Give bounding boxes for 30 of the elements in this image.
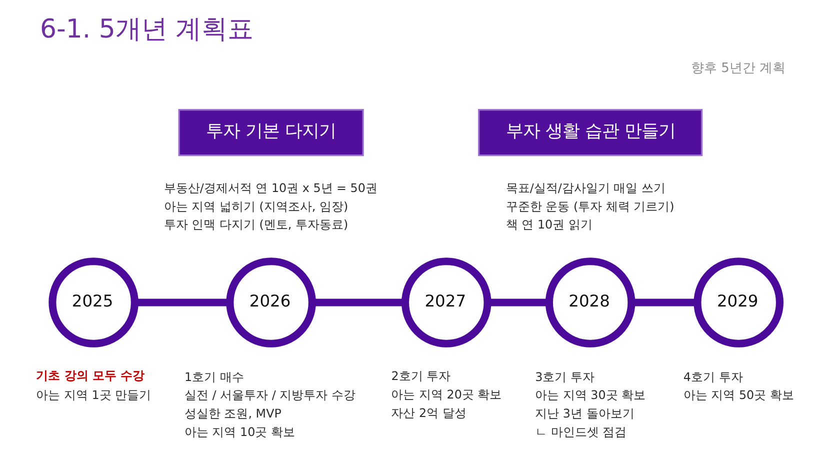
node-label: 지난 3년 돌아보기	[534, 406, 634, 421]
node-label: 아는 지역 20곳 확보	[390, 388, 502, 402]
node-label: 투자 인맥 다지기 (멘토, 투자동료)	[163, 218, 348, 232]
label: 향후 5년간 계획	[690, 61, 785, 76]
node-circle: 2026	[226, 258, 316, 348]
node-circle: 2028	[544, 258, 635, 348]
diagram-title: 6-1. 5개년 계획표	[39, 14, 254, 45]
node-label: 아는 지역 10곳 확보	[184, 424, 294, 439]
node-label: 성실한 조원, MVP	[184, 406, 281, 421]
node-label: 부동산/경제서적 연 10권 x 5년 = 50권	[163, 180, 377, 195]
node-label: 3호기 투자	[534, 370, 594, 384]
node-label: 기초 강의 모두 수강	[36, 368, 144, 383]
node-circle: 2025	[48, 258, 138, 348]
node-label: 아는 지역 50곳 확보	[682, 388, 794, 402]
node-label: ㄴ 마인드셋 점검	[534, 424, 626, 439]
node-label: 4호기 투자	[682, 370, 742, 384]
node-label: 1호기 매수	[184, 370, 244, 384]
node-label: 자산 2억 달성	[390, 406, 466, 420]
node-label: 아는 지역 30곳 확보	[534, 388, 646, 402]
node-label: 실전 / 서울투자 / 지방투자 수강	[184, 388, 355, 402]
node-label: 아는 지역 넓히기 (지역조사, 임장)	[163, 199, 348, 214]
node-box: 투자 기본 다지기	[178, 109, 364, 156]
node-box: 부자 생활 습관 만들기	[478, 109, 702, 156]
node-circle: 2027	[400, 258, 491, 348]
node-label: 꾸준한 운동 (투자 체력 기르기)	[505, 199, 674, 214]
node-label: 책 연 10권 읽기	[505, 218, 592, 232]
node-label: 아는 지역 1곳 만들기	[36, 388, 151, 402]
node-label: 2호기 투자	[390, 369, 450, 384]
node-label: 목표/실적/감사일기 매일 쓰기	[505, 180, 665, 195]
node-circle: 2029	[693, 258, 784, 348]
